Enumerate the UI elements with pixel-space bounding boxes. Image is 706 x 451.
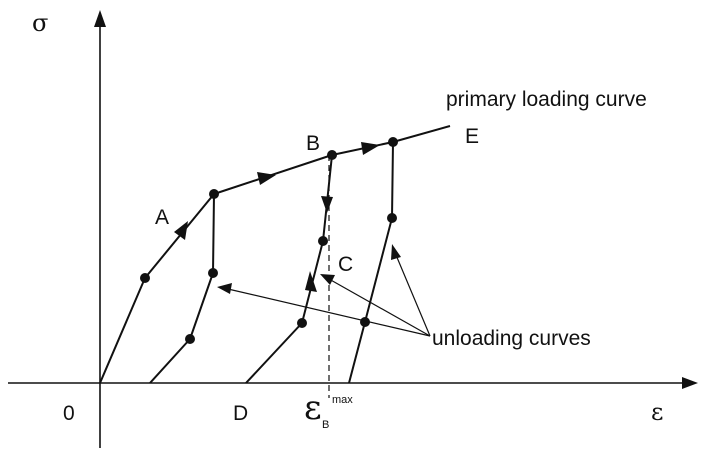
- label-b: B: [306, 132, 320, 155]
- x-axis-label: ε: [651, 398, 663, 426]
- unloading-curves-annotation: unloading curves: [432, 327, 591, 350]
- curve-points: [140, 137, 398, 344]
- unloading-curve-from-a: [149, 193, 215, 384]
- point-c: [318, 236, 328, 246]
- primary-loading-curve-annotation: primary loading curve: [446, 88, 647, 111]
- arrow-a-to-b: [257, 172, 276, 185]
- strain-subscript: B: [322, 419, 329, 431]
- point-a-peak: [209, 189, 219, 199]
- point-unload-e-upper: [387, 213, 397, 223]
- unloading-curve-from-b: [245, 154, 333, 384]
- primary-loading-curve: [99, 125, 451, 384]
- pointer-to-c: [328, 278, 431, 337]
- point-e-peak: [388, 137, 398, 147]
- pointer-head-a: [217, 283, 232, 294]
- unloading-curves-pointers: [217, 244, 431, 337]
- direction-arrows: [174, 142, 380, 292]
- strain-symbol: ε: [304, 388, 322, 428]
- point-unload-a-lower: [185, 334, 195, 344]
- label-a: A: [155, 206, 169, 229]
- label-e: E: [465, 125, 479, 148]
- point-unload-a-upper: [208, 268, 218, 278]
- axes: [8, 10, 698, 448]
- arrow-reload-toward-b: [305, 271, 317, 292]
- origin-label: 0: [63, 402, 75, 425]
- strain-superscript: max: [332, 394, 353, 406]
- y-axis-arrowhead: [94, 10, 106, 27]
- arrow-b-to-e: [361, 142, 380, 155]
- label-c: C: [338, 253, 353, 276]
- x-axis-arrowhead: [682, 377, 698, 389]
- label-d: D: [233, 402, 248, 425]
- arrow-unload-from-b: [321, 196, 333, 213]
- arrow-toward-a: [174, 221, 188, 240]
- pointer-to-e-unload: [395, 254, 431, 337]
- pointer-to-a-unload: [227, 288, 431, 337]
- strain-b-max-label: ε max B: [304, 388, 353, 431]
- pointer-head-e: [391, 244, 401, 260]
- pointer-head-c: [320, 274, 335, 285]
- y-axis-label: σ: [32, 9, 48, 37]
- point-on-primary-below-a: [140, 273, 150, 283]
- point-b: [327, 150, 337, 160]
- point-unload-b-lower: [297, 318, 307, 328]
- point-unload-e-lower: [360, 317, 370, 327]
- unloading-curve-from-e-point: [348, 141, 394, 384]
